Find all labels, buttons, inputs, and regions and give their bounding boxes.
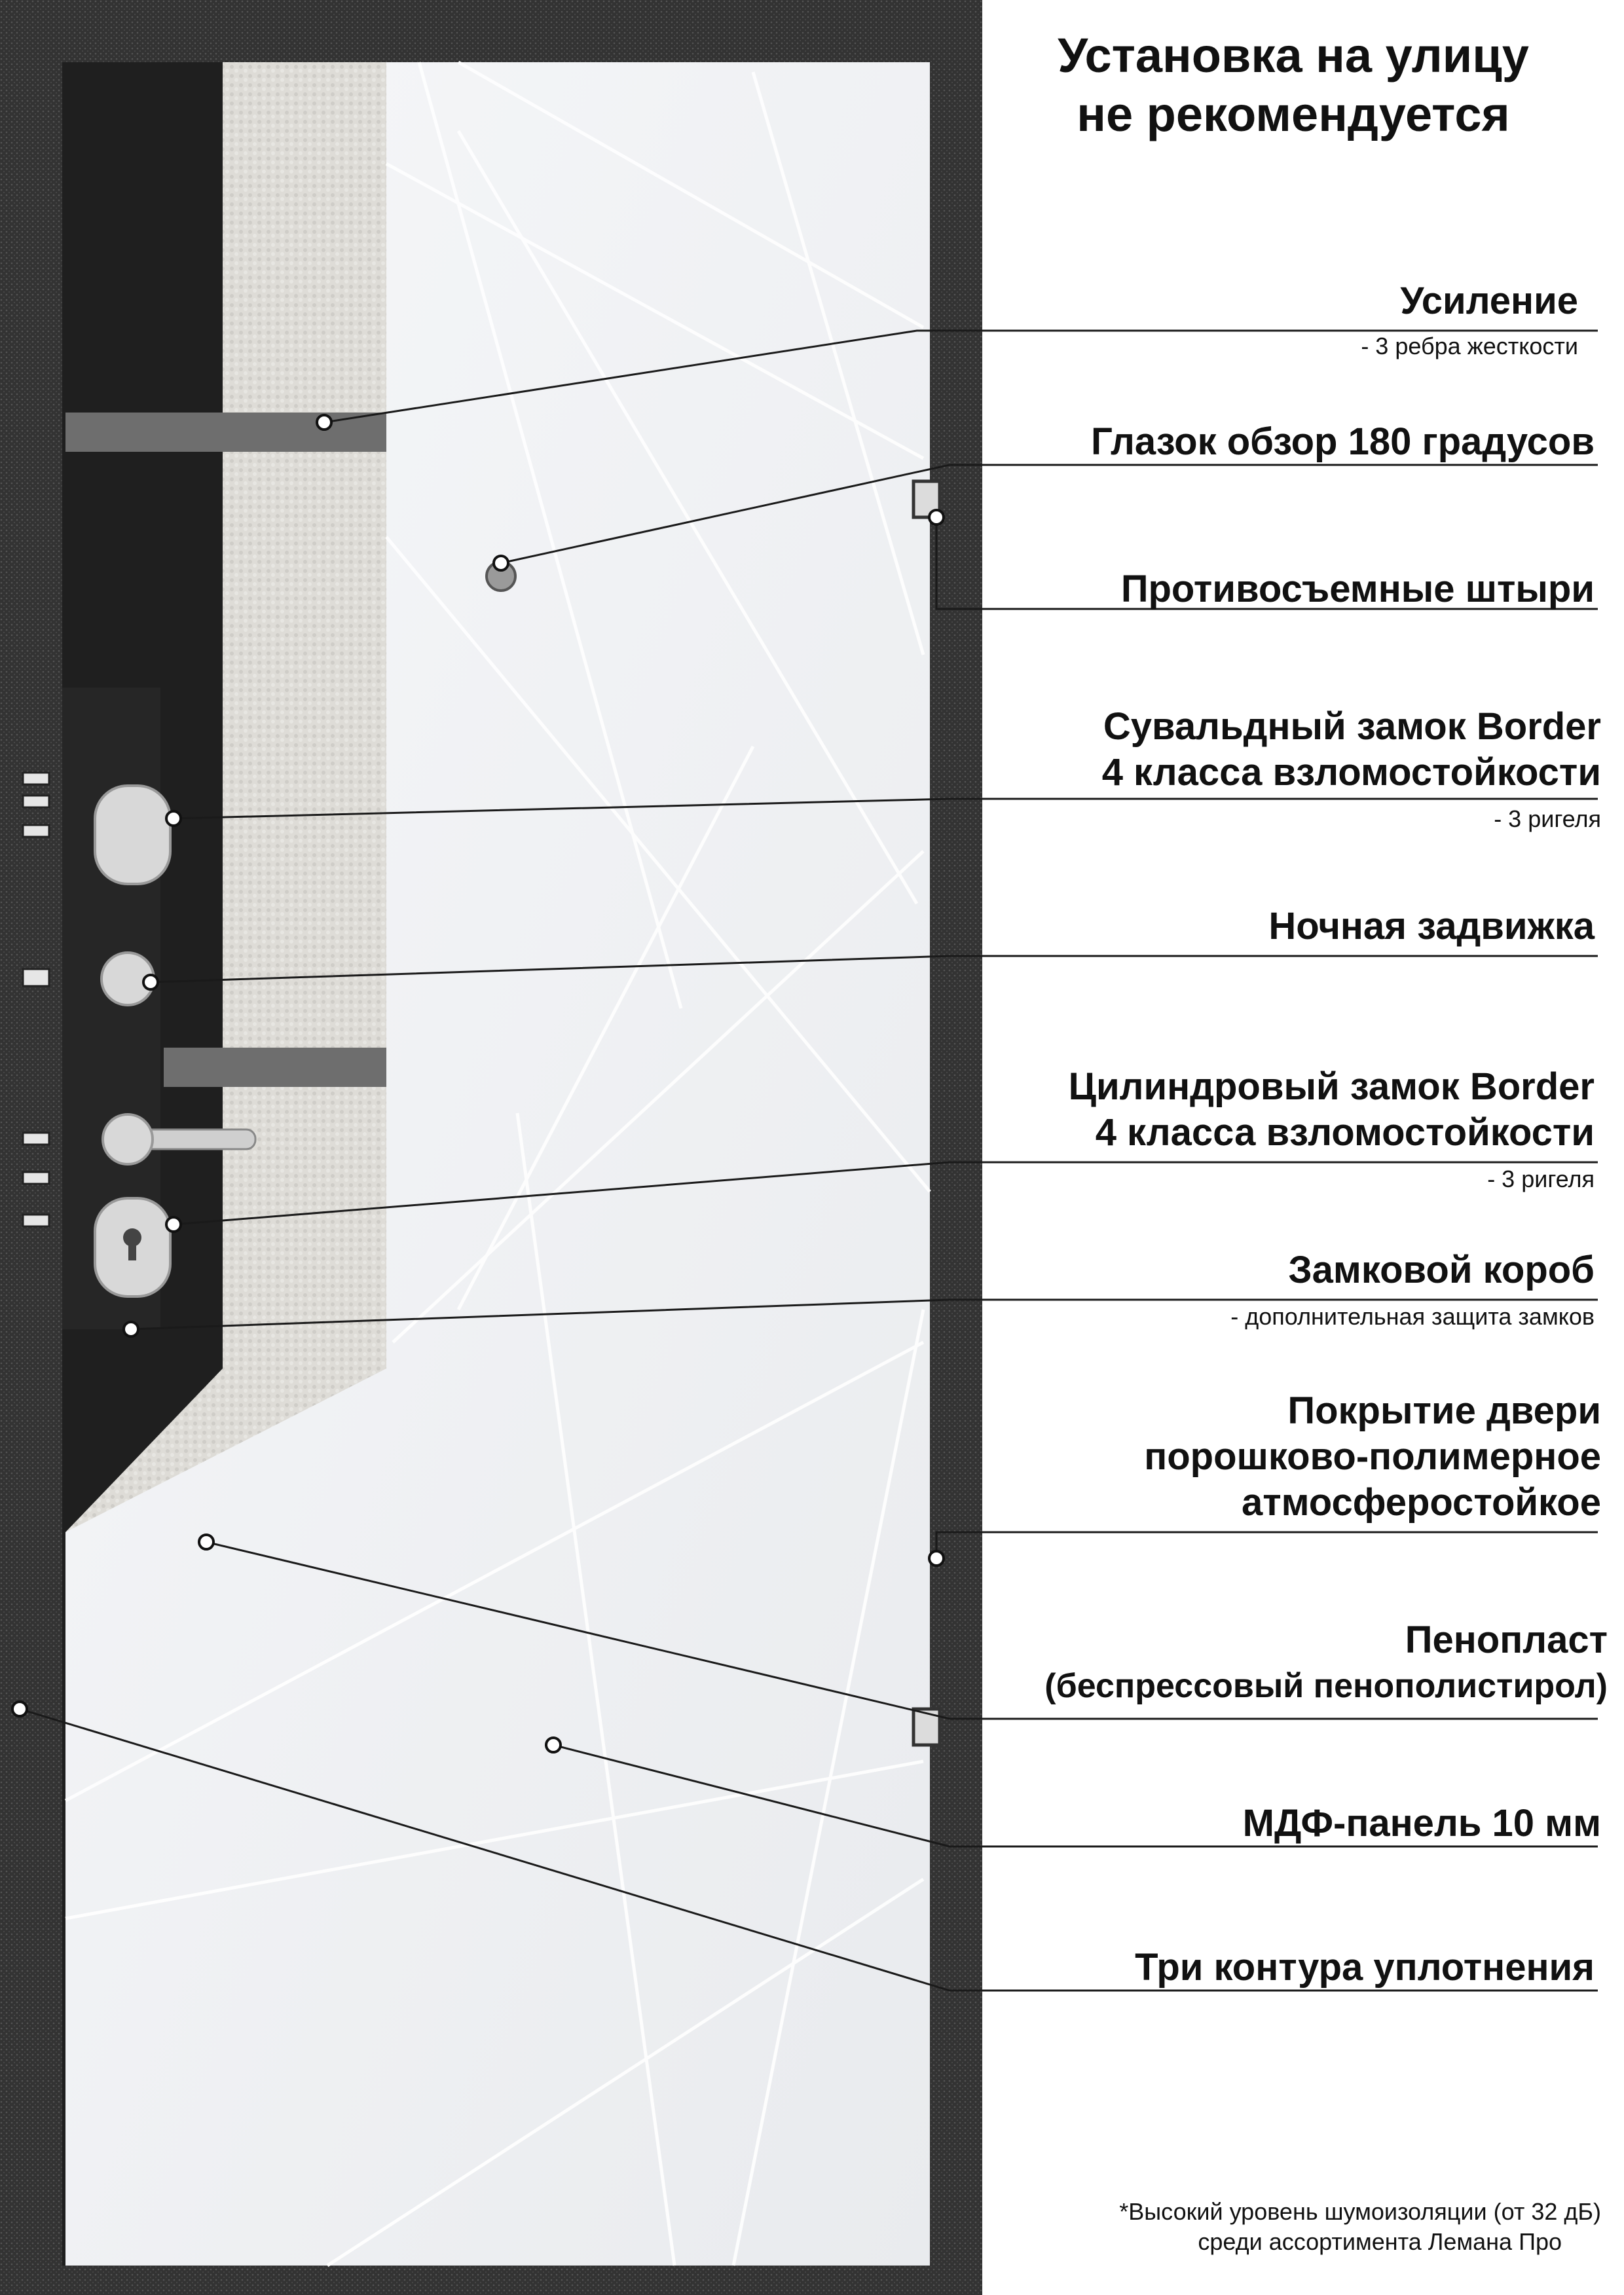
callout-marker-anti-removal-pins [928, 509, 945, 526]
feature-foam: Пенопласт (беспрессовый пенополистирол) [953, 1617, 1608, 1709]
callout-line-mdf-panel [553, 1744, 1598, 1848]
footnote: *Высокий уровень шумоизоляции (от 32 дБ)… [946, 2197, 1601, 2257]
reinforcement-rib-top [65, 413, 386, 452]
callout-marker-lock-box [122, 1321, 139, 1338]
feature-title-line2: 4 класса взломостойкости [1101, 751, 1601, 794]
reinforcement-rib-mid [164, 1048, 386, 1087]
callout-line-lock-box [130, 1298, 1598, 1331]
callout-line-anti-removal-pins [935, 517, 1598, 610]
feature-note: - 3 ригеля [1487, 1166, 1595, 1192]
callout-marker-peephole [492, 555, 509, 572]
callout-marker-coating [928, 1550, 945, 1567]
feature-night-latch: Ночная задвижка [940, 904, 1595, 949]
mdf-panel [65, 62, 930, 2266]
callout-marker-mdf-panel [545, 1736, 562, 1753]
feature-title: Усиление [1400, 280, 1578, 322]
callout-line-cylinder-lock [173, 1161, 1598, 1226]
feature-note: - дополнительная защита замков [1230, 1303, 1595, 1330]
anti-removal-pin-bottom [912, 1707, 942, 1747]
callout-line-coating [935, 1531, 1598, 1558]
feature-reinforcement: Усиление - 3 ребра жесткости [989, 278, 1578, 361]
feature-note: - 3 ригеля [1494, 805, 1601, 832]
callout-line-lever-lock [173, 798, 1598, 820]
callout-marker-night-latch [142, 974, 159, 991]
feature-lever-lock: Сувальдный замок Border 4 класса взломос… [946, 704, 1601, 834]
callout-line-peephole [500, 464, 1598, 564]
footnote-line2: среди ассортимента Лемана Про [1198, 2228, 1562, 2255]
feature-cylinder-lock: Цилиндровый замок Border 4 класса взломо… [940, 1064, 1595, 1194]
feature-title-line1: Цилиндровый замок Border [1068, 1065, 1595, 1108]
feature-title-line2: 4 класса взломостойкости [1095, 1111, 1595, 1154]
feature-seal-contours: Три контура уплотнения [940, 1945, 1595, 1991]
feature-lock-box: Замковой короб - дополнительная защита з… [940, 1247, 1595, 1331]
feature-title-line2: (беспрессовый пенополистирол) [1044, 1667, 1608, 1705]
feature-title-line1: Пенопласт [1405, 1619, 1608, 1661]
feature-title-line2: порошково-полимерное [1144, 1435, 1601, 1478]
panel-milling-lines [64, 60, 931, 2267]
callout-line-reinforcement [323, 329, 1598, 424]
feature-title: Противосъемные штыри [1120, 568, 1595, 610]
callout-marker-seal-contours [11, 1700, 28, 1717]
header-line2: не рекомендуется [1077, 87, 1510, 141]
callout-marker-reinforcement [316, 414, 333, 431]
callout-marker-foam [198, 1533, 215, 1551]
callout-marker-cylinder-lock [165, 1216, 182, 1233]
lever-lock [94, 784, 172, 885]
feature-title: МДФ-панель 10 мм [1242, 1802, 1601, 1845]
feature-title-line1: Покрытие двери [1287, 1389, 1601, 1432]
feature-title-line3: атмосферостойкое [1242, 1481, 1601, 1524]
callout-markers [11, 414, 945, 1753]
callout-marker-lever-lock [165, 810, 182, 827]
feature-title: Замковой короб [1288, 1249, 1595, 1291]
feature-title: Глазок обзор 180 градусов [1090, 420, 1595, 463]
feature-title: Три контура уплотнения [1135, 1946, 1595, 1989]
lock-bolts [22, 771, 50, 1228]
callout-lines [19, 329, 1598, 1992]
callout-line-seal-contours [19, 1708, 1598, 1992]
feature-peephole: Глазок обзор 180 градусов [940, 419, 1595, 465]
header-line1: Установка на улицу [1058, 28, 1529, 83]
feature-title-line1: Сувальдный замок Border [1103, 705, 1601, 748]
feature-title: Ночная задвижка [1268, 905, 1595, 947]
feature-anti-removal-pins: Противосъемные штыри [940, 566, 1595, 612]
callout-line-night-latch [150, 955, 1598, 983]
header-warning: Установка на улицу не рекомендуется [982, 26, 1604, 144]
callout-line-foam [206, 1541, 1598, 1720]
feature-coating: Покрытие двери порошково-полимерное атмо… [946, 1388, 1601, 1526]
footnote-line1: *Высокий уровень шумоизоляции (от 32 дБ) [1119, 2198, 1601, 2225]
feature-mdf-panel: МДФ-панель 10 мм [946, 1801, 1601, 1846]
feature-note: - 3 ребра жесткости [1361, 333, 1578, 359]
